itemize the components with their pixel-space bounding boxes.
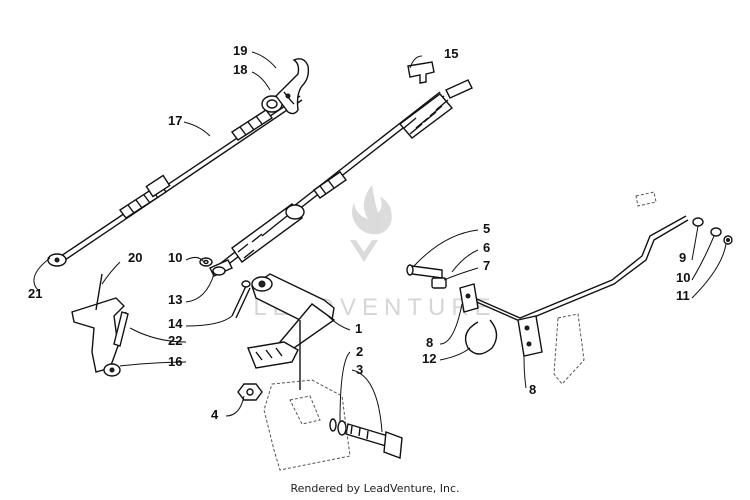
callout-15: 15 [444, 46, 458, 61]
callout-10: 10 [676, 270, 690, 285]
callout-4: 4 [211, 407, 219, 422]
callout-2: 2 [356, 344, 363, 359]
callout-22: 22 [168, 333, 182, 348]
washer-10-left [199, 257, 226, 276]
leader-lines [33, 51, 727, 433]
flame-logo-icon [352, 185, 392, 235]
callout-7: 7 [483, 258, 490, 273]
callout-11: 11 [676, 288, 690, 303]
nut-4 [237, 383, 263, 401]
frame-bracket [263, 191, 657, 471]
callout-20: 20 [128, 250, 142, 265]
callout-9: 9 [679, 250, 686, 265]
cotter-pin-14 [231, 280, 251, 319]
lever-16 [71, 273, 129, 377]
callout-21: 21 [28, 286, 42, 301]
callout-3: 3 [356, 362, 363, 377]
footer-credit: Rendered by LeadVenture, Inc. [290, 482, 460, 495]
brake-rod [406, 215, 733, 357]
callout-8: 8 [529, 382, 536, 397]
callout-17: 17 [168, 113, 182, 128]
cable-17 [47, 95, 303, 267]
callout-19: 19 [233, 43, 247, 58]
clip-15 [407, 61, 435, 84]
callout-12: 12 [422, 351, 436, 366]
callout-13: 13 [168, 292, 182, 307]
brake-pedal-1 [247, 273, 336, 390]
callout-10: 10 [168, 250, 182, 265]
callout-14: 14 [168, 316, 183, 331]
callout-5: 5 [483, 221, 490, 236]
hand-lever-19 [275, 58, 310, 115]
callout-1: 1 [355, 321, 362, 336]
callout-16: 16 [168, 354, 182, 369]
bolt-3 [329, 418, 403, 459]
v-logo-icon [350, 240, 378, 262]
callout-6: 6 [483, 240, 490, 255]
callout-8: 8 [426, 335, 433, 350]
main-cable [209, 79, 473, 277]
callout-18: 18 [233, 62, 247, 77]
